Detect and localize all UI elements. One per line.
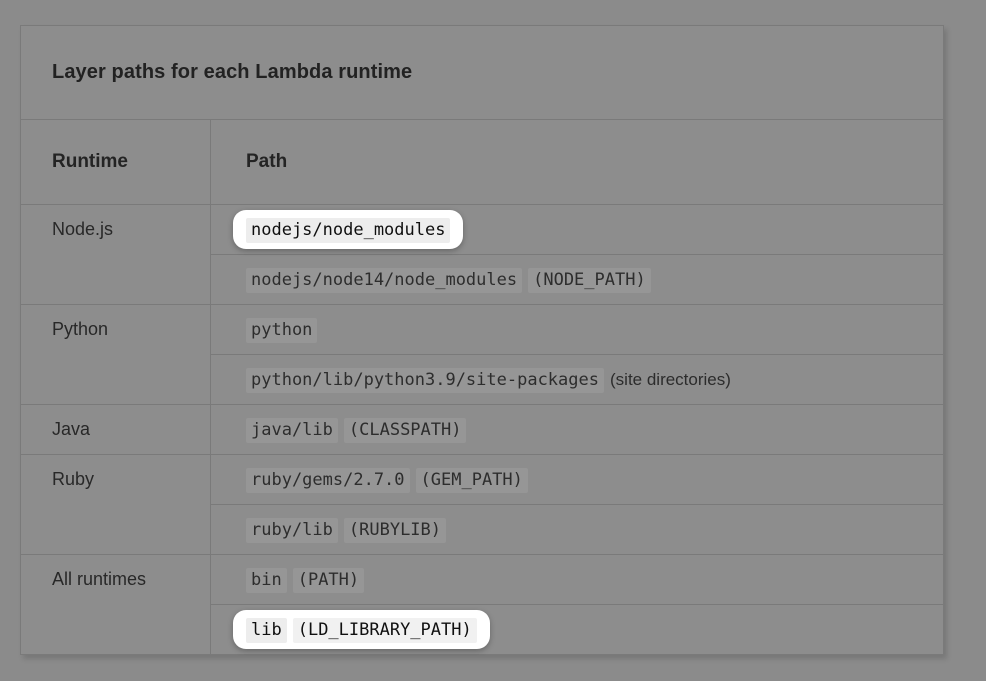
column-header-runtime: Runtime xyxy=(20,119,211,205)
path-code: python/lib/python3.9/site-packages xyxy=(246,368,604,393)
runtime-cell-nodejs: Node.js xyxy=(20,204,211,305)
path-code: ruby/gems/2.7.0 xyxy=(246,468,410,493)
env-var-code: (CLASSPATH) xyxy=(343,418,467,443)
layer-paths-table: Layer paths for each Lambda runtime Runt… xyxy=(20,25,944,655)
path-cell: nodejs/node14/node_modules(NODE_PATH) xyxy=(210,254,944,305)
path-cell: lib(LD_LIBRARY_PATH) xyxy=(210,604,944,655)
path-cell: java/lib(CLASSPATH) xyxy=(210,404,944,455)
table-row: python/lib/python3.9/site-packages (site … xyxy=(21,354,944,405)
column-header-path: Path xyxy=(210,119,944,205)
runtime-cell-all-runtimes: All runtimes xyxy=(20,554,211,655)
path-cell: nodejs/node_modules xyxy=(210,204,944,255)
env-var-code: (NODE_PATH) xyxy=(528,268,651,293)
env-var-code: (PATH) xyxy=(292,568,365,593)
path-code: lib xyxy=(246,618,287,643)
table-header-row: Runtime Path xyxy=(20,119,944,205)
path-cell: python xyxy=(210,304,944,355)
path-code: python xyxy=(246,318,318,343)
table-row: Python python xyxy=(20,304,944,405)
table-row: lib(LD_LIBRARY_PATH) xyxy=(21,604,944,655)
env-var-code: (LD_LIBRARY_PATH) xyxy=(292,618,477,643)
table-row: Ruby ruby/gems/2.7.0(GEM_PATH) xyxy=(20,454,944,555)
path-cell: bin(PATH) xyxy=(210,554,944,605)
table-title: Layer paths for each Lambda runtime xyxy=(20,25,944,120)
runtime-cell-python: Python xyxy=(20,304,211,405)
path-cell: ruby/lib(RUBYLIB) xyxy=(210,504,944,555)
path-code: bin xyxy=(246,568,287,593)
runtime-cell-java: Java xyxy=(20,404,211,455)
table-row: ruby/lib(RUBYLIB) xyxy=(21,504,944,555)
site-directories-note: (site directories) xyxy=(610,370,731,389)
path-code: nodejs/node_modules xyxy=(246,218,451,243)
path-cell: python/lib/python3.9/site-packages (site … xyxy=(210,354,944,405)
table-title-row: Layer paths for each Lambda runtime xyxy=(20,25,944,120)
highlight-spotlight: nodejs/node_modules xyxy=(233,210,464,249)
table-row: Java java/lib(CLASSPATH) xyxy=(20,404,944,455)
layer-paths-table-container: Layer paths for each Lambda runtime Runt… xyxy=(20,25,944,655)
table-row: Node.js nodejs/node_modules xyxy=(20,204,944,305)
path-cell: ruby/gems/2.7.0(GEM_PATH) xyxy=(210,454,944,505)
path-code: ruby/lib xyxy=(246,518,338,543)
highlight-spotlight: lib(LD_LIBRARY_PATH) xyxy=(233,610,490,649)
runtime-cell-ruby: Ruby xyxy=(20,454,211,555)
path-code: java/lib xyxy=(246,418,338,443)
env-var-code: (RUBYLIB) xyxy=(343,518,447,543)
path-code: nodejs/node14/node_modules xyxy=(246,268,523,293)
env-var-code: (GEM_PATH) xyxy=(415,468,528,493)
table-row: nodejs/node14/node_modules(NODE_PATH) xyxy=(21,254,944,305)
table-row: All runtimes bin(PATH) xyxy=(20,554,944,655)
